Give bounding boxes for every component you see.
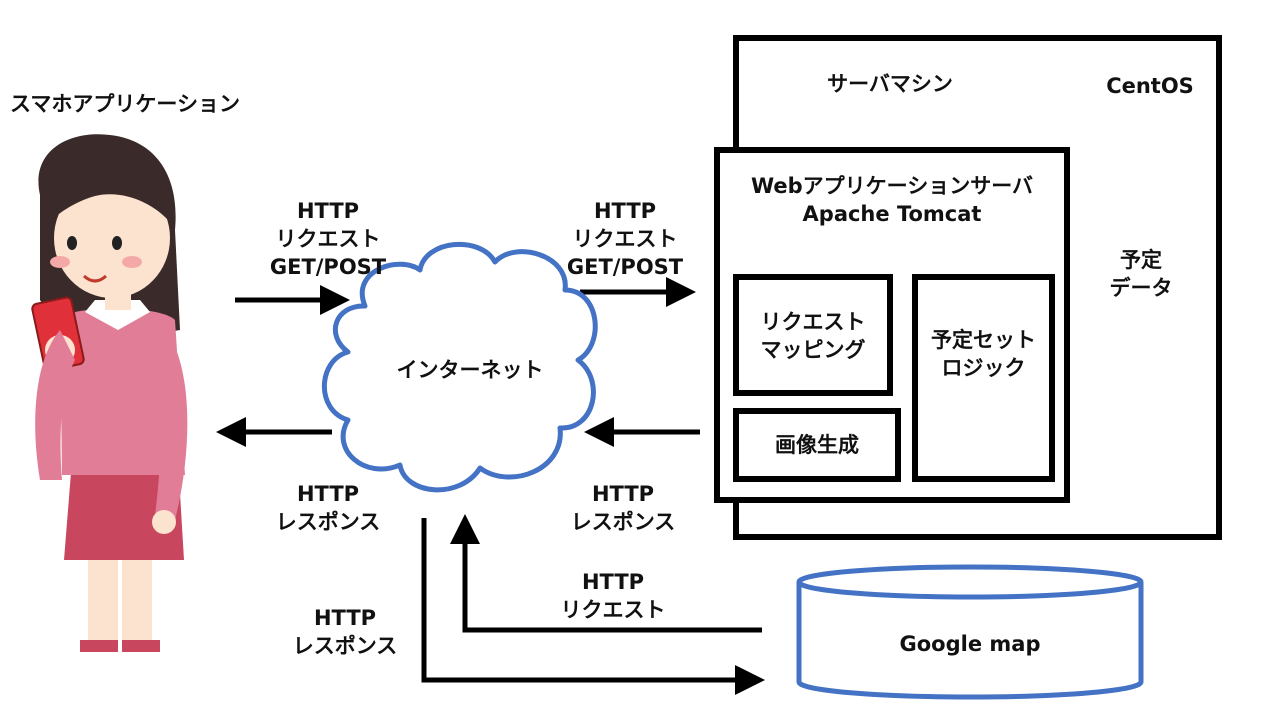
google-request-protocol: HTTP bbox=[581, 570, 645, 594]
right-request-methods: GET/POST bbox=[566, 255, 684, 279]
schedule-logic-label-2: ロジック bbox=[941, 356, 1026, 380]
schedule-data-label-1: 予定 bbox=[1120, 248, 1162, 272]
right-request-protocol: HTTP bbox=[593, 199, 657, 223]
schedule-logic-box bbox=[912, 274, 1055, 482]
left-response-protocol: HTTP bbox=[296, 482, 360, 506]
app-server-title: Webアプリケーションサーバ bbox=[750, 174, 1034, 198]
os-label: CentOS bbox=[1106, 74, 1194, 98]
internet-label: インターネット bbox=[396, 358, 544, 382]
right-response-kind: レスポンス bbox=[570, 510, 676, 534]
schedule-data-label-2: データ bbox=[1109, 276, 1173, 300]
schedule-logic-label-1: 予定セット bbox=[931, 328, 1036, 352]
request-mapping-label-2: マッピング bbox=[760, 338, 866, 362]
google-map-cylinder bbox=[796, 564, 1144, 700]
left-request-methods: GET/POST bbox=[269, 255, 387, 279]
user-label: スマホアプリケーション bbox=[10, 92, 240, 116]
server-machine-label: サーバマシン bbox=[827, 72, 953, 96]
right-response-protocol: HTTP bbox=[591, 482, 655, 506]
request-mapping-label-1: リクエスト bbox=[760, 310, 866, 334]
image-generation-box bbox=[733, 408, 901, 482]
user-illustration bbox=[31, 134, 188, 652]
left-response-kind: レスポンス bbox=[275, 510, 381, 534]
app-server-product: Apache Tomcat bbox=[802, 202, 982, 226]
google-response-kind: レスポンス bbox=[292, 634, 398, 658]
right-request-kind: リクエスト bbox=[572, 227, 678, 251]
google-map-label: Google map bbox=[899, 632, 1041, 656]
arrow-internet-to-google bbox=[421, 518, 765, 695]
google-request-kind: リクエスト bbox=[560, 598, 666, 622]
left-request-protocol: HTTP bbox=[296, 199, 360, 223]
google-response-protocol: HTTP bbox=[313, 606, 377, 630]
internet-cloud-shape bbox=[321, 241, 598, 493]
request-mapping-box bbox=[733, 274, 893, 396]
arrow-google-to-internet bbox=[450, 514, 762, 633]
left-request-kind: リクエスト bbox=[275, 227, 381, 251]
image-generation-label: 画像生成 bbox=[775, 433, 859, 457]
